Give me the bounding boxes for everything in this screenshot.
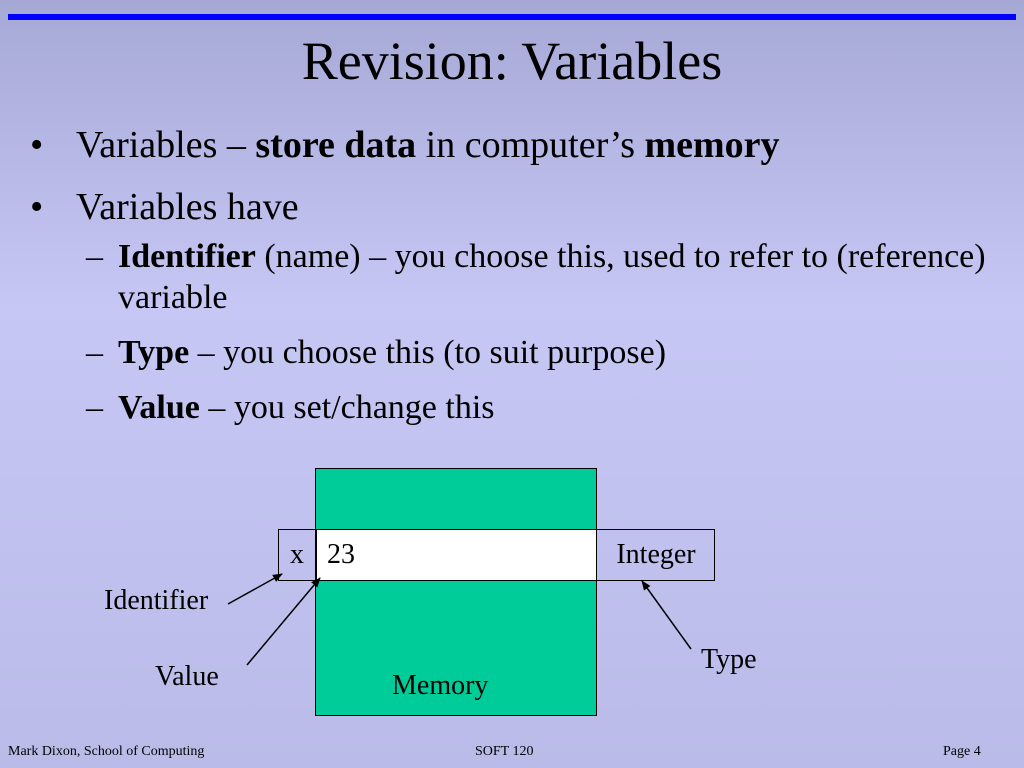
sub-dash: – — [86, 238, 103, 276]
term-identifier: Identifier — [118, 238, 256, 276]
slide-title: Revision: Variables — [301, 31, 723, 91]
identifier-cell: x — [290, 539, 304, 570]
bullet-dot: • — [30, 185, 44, 228]
footer-course: SOFT 120 — [475, 744, 534, 759]
bullet-text: Variables have — [76, 185, 299, 228]
bullet-bold-memory: memory — [644, 124, 780, 166]
bullet-middle: in computer’s — [416, 124, 645, 166]
label-value: Value — [155, 661, 219, 692]
value-cell: 23 — [316, 530, 597, 580]
bullet-dot: • — [30, 124, 44, 166]
footer-page: Page 4 — [943, 744, 981, 759]
arrow-identifier — [227, 573, 283, 605]
desc-identifier: (name) – you choose this, used to refer … — [118, 238, 986, 317]
label-type: Type — [701, 644, 757, 675]
arrow-value — [246, 577, 321, 666]
footer-author: Mark Dixon, School of Computing — [8, 744, 205, 759]
bullet-list: • Variables – store data in computer’s m… — [30, 124, 1010, 429]
variable-row — [278, 529, 715, 581]
label-identifier: Identifier — [104, 585, 209, 616]
desc-type: – you choose this (to suit purpose) — [189, 333, 667, 371]
sub-dash: – — [86, 333, 103, 371]
subbullet-type: – Type – you choose this (to suit purpos… — [30, 333, 1010, 374]
title-rule — [8, 14, 1016, 20]
type-cell: Integer — [616, 539, 696, 570]
subbullet-identifier: – Identifier (name) – you choose this, u… — [30, 237, 1010, 319]
sub-dash: – — [86, 388, 103, 426]
term-type: Type — [118, 333, 190, 371]
bullet-variables-store: • Variables – store data in computer’s m… — [30, 124, 1010, 168]
desc-value: – you set/change this — [199, 388, 495, 426]
bullet-prefix: Variables – — [76, 124, 256, 166]
bullet-variables-have: • Variables have — [30, 186, 1010, 230]
label-memory: Memory — [392, 670, 489, 701]
subbullet-value: – Value – you set/change this — [30, 388, 1010, 429]
term-value: Value — [118, 388, 200, 426]
bullet-bold-store-data: store data — [255, 124, 417, 166]
arrow-type — [641, 580, 692, 650]
